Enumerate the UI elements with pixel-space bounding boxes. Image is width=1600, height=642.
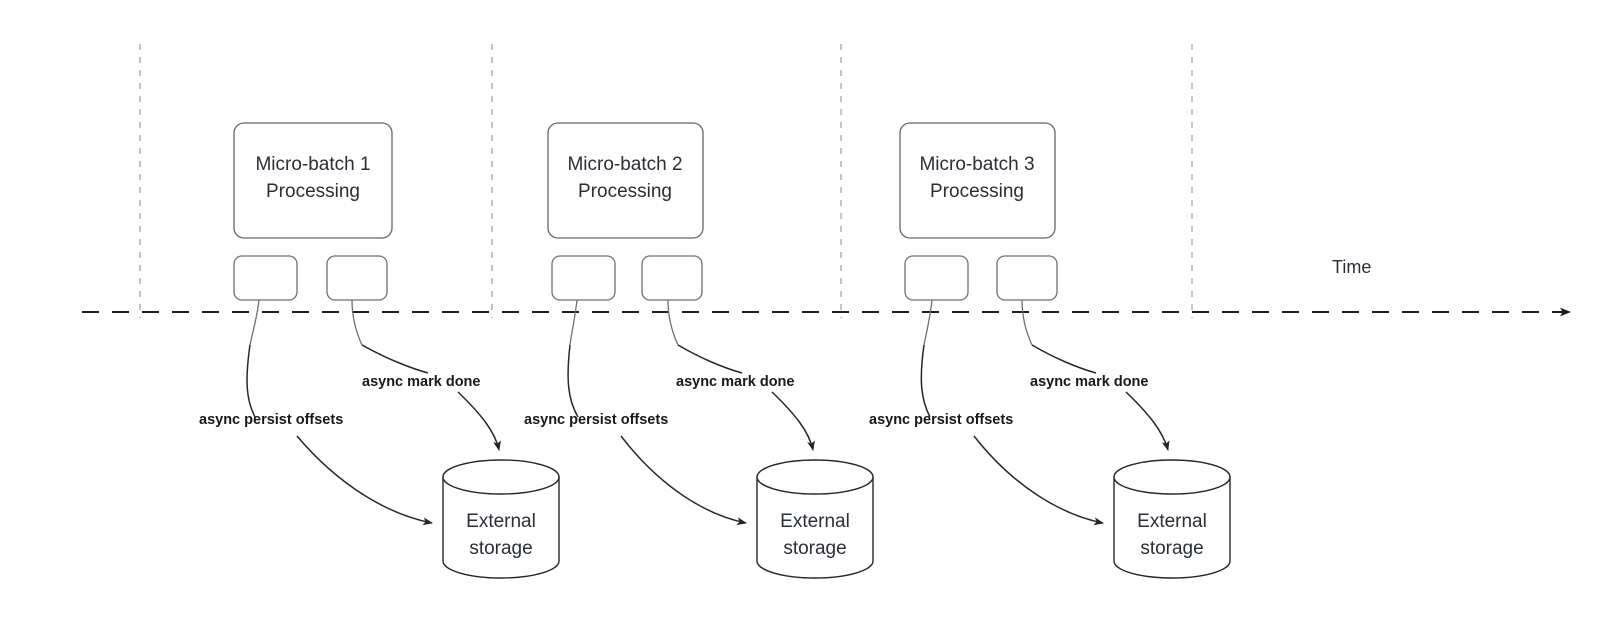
micro-batch-2-async-mark-done-label: async mark done bbox=[676, 374, 794, 390]
micro-batch-1-external-storage[interactable]: External storage bbox=[442, 459, 560, 579]
micro-batch-2-label-line1: Micro-batch 2 bbox=[567, 154, 682, 175]
micro-batch-1-storage-label-line2: storage bbox=[469, 538, 532, 559]
micro-batch-3-box[interactable] bbox=[899, 122, 1056, 239]
micro-batch-2-async-persist-offsets-label: async persist offsets bbox=[524, 412, 668, 428]
micro-batch-3-async-persist-offsets-label: async persist offsets bbox=[869, 412, 1013, 428]
micro-batch-1-async-persist-offsets-label: async persist offsets bbox=[199, 412, 343, 428]
micro-batch-1-markdone-stem bbox=[351, 299, 363, 346]
micro-batch-2-storage-label-line1: External bbox=[780, 511, 850, 532]
micro-batch-1-label-line2: Processing bbox=[266, 181, 360, 202]
micro-batch-3-persist-curve-lower bbox=[973, 435, 1104, 526]
micro-batch-1-mark-done-task[interactable] bbox=[326, 255, 388, 301]
micro-batch-1-group: Micro-batch 1 Processing async persist o… bbox=[199, 122, 560, 579]
micro-batch-3-external-storage[interactable]: External storage bbox=[1113, 459, 1231, 579]
micro-batch-2-mark-done-task[interactable] bbox=[641, 255, 703, 301]
time-axis-label: Time bbox=[1332, 257, 1371, 277]
micro-batch-1-markdone-curve-upper bbox=[361, 344, 429, 374]
micro-batch-1-persist-curve-upper bbox=[246, 344, 256, 418]
micro-batch-2-markdone-curve-lower bbox=[771, 391, 815, 451]
micro-batch-3-mark-done-task[interactable] bbox=[996, 255, 1058, 301]
micro-batch-2-persist-curve-upper bbox=[567, 344, 579, 418]
micro-batch-2-markdone-curve-upper bbox=[677, 344, 743, 374]
micro-batch-3-label-line2: Processing bbox=[930, 181, 1024, 202]
micro-batch-2-markdone-stem bbox=[667, 299, 679, 346]
micro-batch-2-persist-offsets-task[interactable] bbox=[551, 255, 616, 301]
micro-batch-3-persist-offsets-task[interactable] bbox=[904, 255, 969, 301]
micro-batch-3-markdone-curve-lower bbox=[1125, 391, 1170, 451]
micro-batch-1-box[interactable] bbox=[233, 122, 393, 239]
micro-batch-2-storage-label-line2: storage bbox=[783, 538, 846, 559]
micro-batch-2-box[interactable] bbox=[547, 122, 704, 239]
micro-batch-3-persist-stem bbox=[923, 299, 933, 346]
micro-batch-3-label-line1: Micro-batch 3 bbox=[919, 154, 1034, 175]
micro-batch-2-label-line2: Processing bbox=[578, 181, 672, 202]
micro-batch-2-persist-stem bbox=[569, 299, 578, 346]
micro-batch-3-persist-curve-upper bbox=[920, 344, 931, 418]
micro-batch-1-persist-offsets-task[interactable] bbox=[233, 255, 298, 301]
micro-batch-3-async-mark-done-label: async mark done bbox=[1030, 374, 1148, 390]
micro-batch-1-persist-curve-lower bbox=[296, 435, 433, 526]
micro-batch-3-storage-label-line1: External bbox=[1137, 511, 1207, 532]
micro-batch-1-async-mark-done-label: async mark done bbox=[362, 374, 480, 390]
micro-batch-3-storage-label-line2: storage bbox=[1140, 538, 1203, 559]
micro-batch-2-group: Micro-batch 2 Processing async persist o… bbox=[524, 122, 874, 579]
micro-batch-1-label-line1: Micro-batch 1 bbox=[255, 154, 370, 175]
micro-batch-1-markdone-curve-lower bbox=[457, 391, 501, 451]
micro-batch-1-storage-label-line1: External bbox=[466, 511, 536, 532]
micro-batch-3-markdone-curve-upper bbox=[1031, 344, 1097, 374]
micro-batch-2-persist-curve-lower bbox=[620, 435, 747, 526]
micro-batch-1-persist-stem bbox=[249, 299, 260, 346]
micro-batch-2-external-storage[interactable]: External storage bbox=[756, 459, 874, 579]
micro-batch-3-group: Micro-batch 3 Processing async persist o… bbox=[869, 122, 1231, 579]
micro-batch-3-markdone-stem bbox=[1021, 299, 1033, 346]
